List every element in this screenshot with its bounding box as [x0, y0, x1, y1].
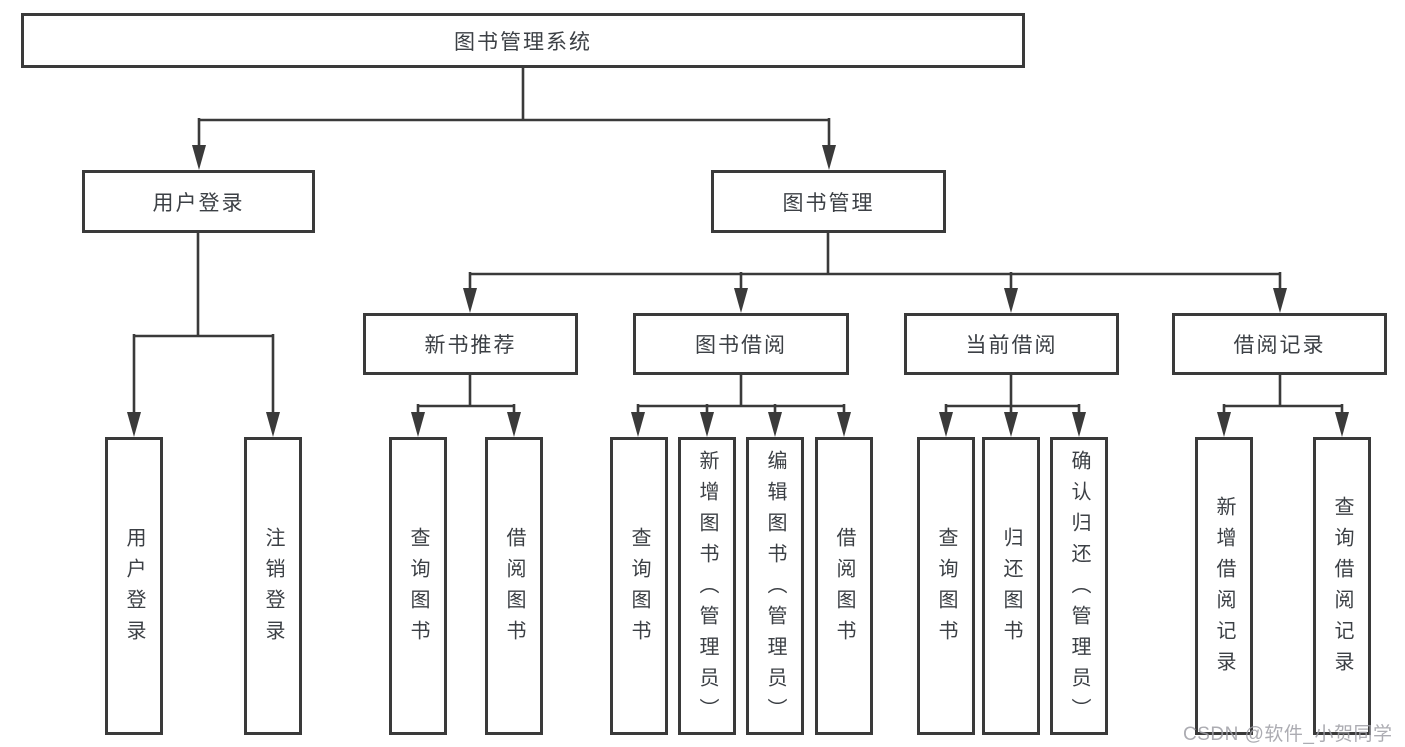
node-label: 编辑图书（管理员） — [764, 449, 786, 729]
node-leaf-add-borrow-record: 新增借阅记录 — [1195, 437, 1253, 735]
node-borrowing-records: 借阅记录 — [1172, 313, 1387, 375]
node-current-borrowing: 当前借阅 — [904, 313, 1119, 375]
node-leaf-query-borrow-record: 查询借阅记录 — [1313, 437, 1371, 735]
csdn-watermark: CSDN @软件_小贺同学 — [1183, 724, 1393, 745]
node-label: 借阅记录 — [1233, 334, 1326, 357]
node-leaf-borrow-books-recommend: 借阅图书 — [485, 437, 543, 735]
node-leaf-logout: 注销登录 — [244, 437, 302, 735]
node-book-borrowing: 图书借阅 — [633, 313, 849, 375]
node-label: 图书管理 — [782, 191, 875, 215]
node-label: 用户登录 — [123, 527, 145, 651]
node-leaf-return-books: 归还图书 — [982, 437, 1040, 735]
node-leaf-edit-books-admin: 编辑图书（管理员） — [746, 437, 804, 735]
node-library-management-system: 图书管理系统 — [21, 13, 1025, 68]
node-book-management: 图书管理 — [711, 170, 946, 233]
node-label: 确认归还（管理员） — [1068, 449, 1090, 729]
node-label: 图书借阅 — [695, 334, 787, 357]
node-label: 当前借阅 — [965, 334, 1058, 357]
node-label: 归还图书 — [1000, 527, 1022, 651]
node-new-book-recommendation: 新书推荐 — [363, 313, 578, 375]
node-label: 查询图书 — [407, 527, 429, 651]
node-label: 图书管理系统 — [454, 30, 592, 54]
node-label: 新增借阅记录 — [1213, 496, 1235, 682]
node-leaf-query-books-recommend: 查询图书 — [389, 437, 447, 735]
node-leaf-confirm-return-admin: 确认归还（管理员） — [1050, 437, 1108, 735]
node-user-login: 用户登录 — [82, 170, 315, 233]
tree-edges — [132, 68, 1344, 413]
node-label: 新增图书（管理员） — [696, 449, 718, 729]
arrowheads — [127, 145, 1349, 437]
node-label: 查询图书 — [935, 527, 957, 651]
node-leaf-user-login: 用户登录 — [105, 437, 163, 735]
node-leaf-borrow-books: 借阅图书 — [815, 437, 873, 735]
node-label: 查询图书 — [628, 527, 650, 651]
node-leaf-add-books-admin: 新增图书（管理员） — [678, 437, 736, 735]
node-label: 查询借阅记录 — [1331, 496, 1353, 682]
node-label: 注销登录 — [262, 527, 284, 651]
node-label: 新书推荐 — [424, 334, 517, 357]
node-label: 借阅图书 — [833, 527, 855, 651]
node-leaf-query-books-borrowing: 查询图书 — [610, 437, 668, 735]
node-label: 用户登录 — [152, 191, 245, 215]
node-label: 借阅图书 — [503, 527, 525, 651]
node-leaf-query-books-current: 查询图书 — [917, 437, 975, 735]
